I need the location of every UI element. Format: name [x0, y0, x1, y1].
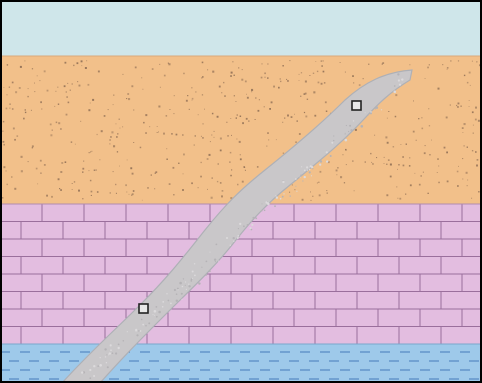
sample-marker-upper [352, 101, 361, 110]
sky-layer [0, 0, 482, 56]
sample-marker-lower [139, 304, 148, 313]
